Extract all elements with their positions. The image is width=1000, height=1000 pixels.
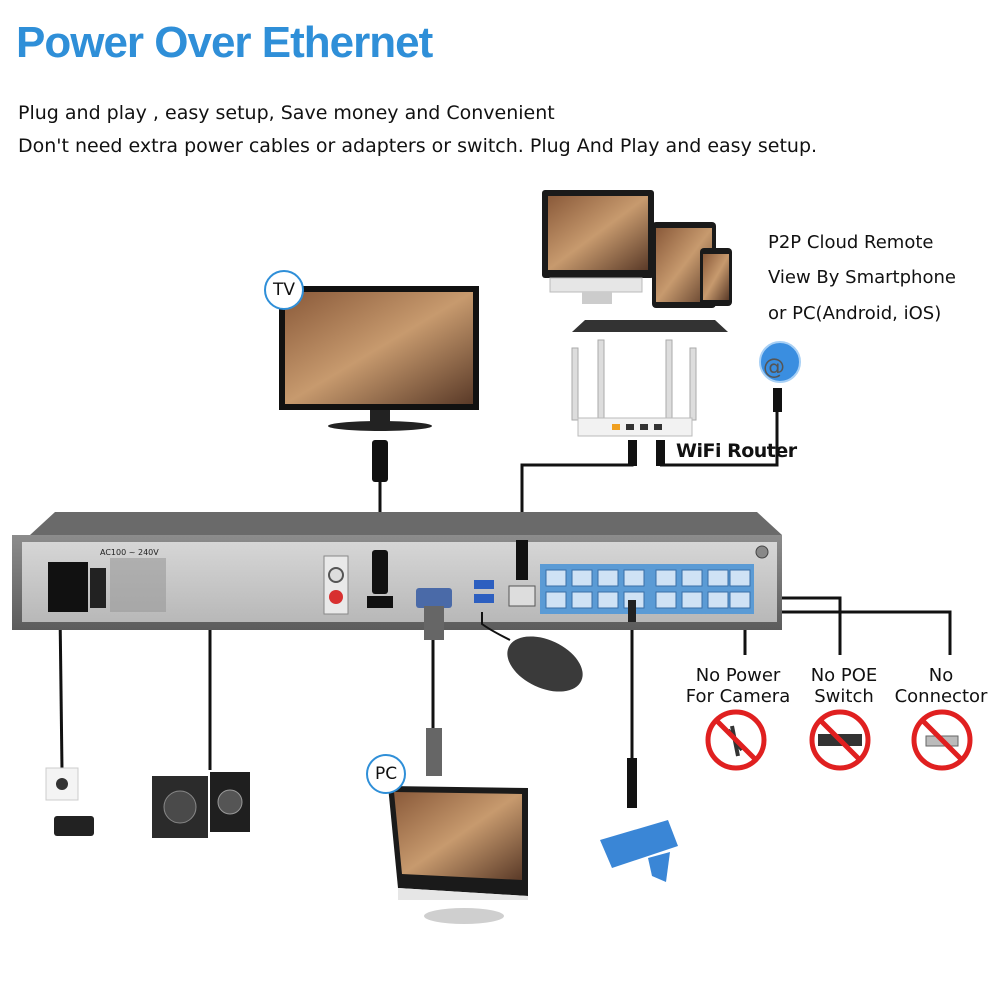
no-poe-line-1: No POE [810,665,878,686]
power-cable [58,609,64,771]
no-connector-line-1: No [928,665,954,686]
smartphone-icon [700,248,732,306]
p2p-line-2: View By Smartphone [768,267,956,288]
no-connector-label: No Connector [876,665,1000,707]
pc-bottom-monitor-icon [388,728,528,924]
no-power-label: No Power For Camera [678,665,798,707]
svg-text:AC100 ~ 240V: AC100 ~ 240V [100,548,159,557]
no-connector-icon [911,709,973,771]
globe-icon: @ [759,341,801,412]
no-poe-line-2: Switch [814,686,874,707]
tv-icon [279,286,479,482]
internet-cable [660,400,779,467]
page-title: Power Over Ethernet [16,18,433,67]
laptop-icon [572,320,728,332]
no-connector-line-2: Connector [894,686,988,707]
wifi-router-label: WiFi Router [676,440,797,462]
line-no-connector [760,610,952,655]
wifi-router-icon [571,339,697,466]
pc-monitor-icon [542,190,654,304]
power-outlet-icon [45,767,94,836]
security-camera-icon [600,758,678,882]
no-switch-icon [809,709,871,771]
no-power-line-1: No Power [695,665,781,686]
subtitle-line-2: Don't need extra power cables or adapter… [18,135,818,157]
p2p-line-3: or PC(Android, iOS) [768,303,942,324]
no-power-icon [705,709,767,771]
no-poe-label: No POE Switch [784,665,904,707]
nvr-device: AC100 ~ 240V [12,512,782,640]
tv-label: TV [264,270,304,310]
no-power-line-2: For Camera [685,686,791,707]
svg-text:@: @ [763,355,785,380]
speakers-icon [152,772,250,838]
mouse-icon [481,612,583,692]
p2p-line-1: P2P Cloud Remote [768,232,934,253]
pc-label: PC [366,754,406,794]
subtitle-line-1: Plug and play , easy setup, Save money a… [18,102,555,124]
